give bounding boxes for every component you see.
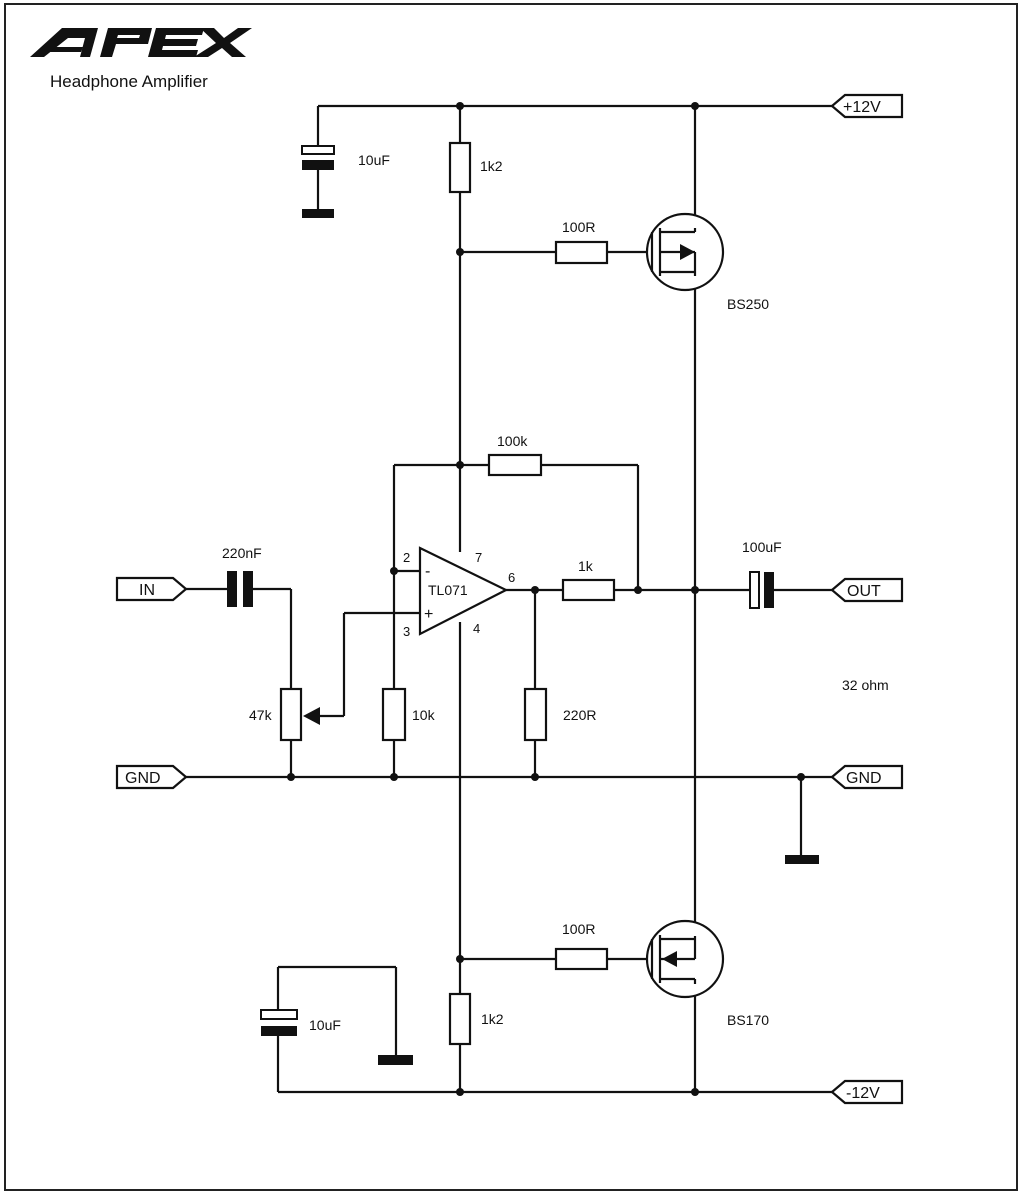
label-r-gate-top: 100R: [562, 219, 595, 235]
port-label-in: IN: [139, 582, 155, 599]
label-pot: 47k: [249, 707, 273, 723]
port-flag-gnd-left: [115, 764, 188, 790]
resistor-100r-top: [554, 240, 609, 265]
label-c-top: 10uF: [358, 152, 390, 168]
resistor-220r: [523, 687, 548, 742]
pin-label-7: 7: [475, 550, 482, 565]
junction-dots: [287, 102, 805, 1096]
mosfet-bs170: [645, 919, 725, 999]
capacitor-10uf-top: [301, 145, 335, 218]
schematic-subtitle: Headphone Amplifier: [50, 72, 208, 91]
port-flag-vpos: [830, 93, 904, 119]
opamp-tl071: [418, 546, 509, 636]
label-r-bot: 1k2: [481, 1011, 504, 1027]
port-label-out: OUT: [847, 583, 881, 600]
port-flag-vneg: [830, 1079, 904, 1105]
port-flag-in: [115, 576, 188, 602]
resistor-1k2-top: [448, 141, 472, 194]
drawing-frame: [4, 3, 1018, 1191]
label-r-out: 1k: [578, 558, 594, 574]
capacitor-100uf: [749, 571, 774, 609]
label-r-220: 220R: [563, 707, 596, 723]
pin-label-4: 4: [473, 621, 480, 636]
port-label-vpos: +12V: [843, 99, 881, 116]
pin-label-3: 3: [403, 624, 410, 639]
label-c-out: 100uF: [742, 539, 782, 555]
resistor-1k2-bottom: [448, 992, 472, 1046]
port-label-gnd-left: GND: [125, 770, 161, 787]
port-label-vneg: -12V: [846, 1085, 880, 1102]
port-flag-gnd-right: [830, 764, 904, 790]
mosfet-bs250: [645, 212, 725, 292]
label-load: 32 ohm: [842, 677, 889, 693]
opamp-minus-sign: -: [425, 563, 430, 580]
resistor-100r-bottom: [554, 947, 609, 971]
label-c-in: 220nF: [222, 545, 262, 561]
resistor-1k: [561, 578, 616, 602]
capacitor-10uf-bottom: [260, 1009, 298, 1036]
label-q-bot: BS170: [727, 1012, 769, 1028]
ground-symbol-right: [785, 855, 819, 864]
apex-logo: [30, 28, 252, 57]
label-opamp: TL071: [428, 582, 468, 598]
resistor-100k: [487, 453, 543, 477]
potentiometer-47k: [279, 687, 344, 742]
port-flag-out: [830, 577, 904, 603]
label-r-10k: 10k: [412, 707, 436, 723]
opamp-plus-sign: +: [424, 606, 433, 623]
label-r-feedback: 100k: [497, 433, 528, 449]
pin-label-6: 6: [508, 570, 515, 585]
wires: [186, 104, 832, 1094]
ground-symbol-bottom: [378, 1055, 413, 1065]
capacitor-220nf: [227, 571, 253, 607]
label-r-top: 1k2: [480, 158, 503, 174]
pin-label-2: 2: [403, 550, 410, 565]
port-label-gnd-right: GND: [846, 770, 882, 787]
label-q-top: BS250: [727, 296, 769, 312]
label-c-bot: 10uF: [309, 1017, 341, 1033]
resistor-10k: [381, 687, 407, 742]
label-r-gate-bot: 100R: [562, 921, 595, 937]
